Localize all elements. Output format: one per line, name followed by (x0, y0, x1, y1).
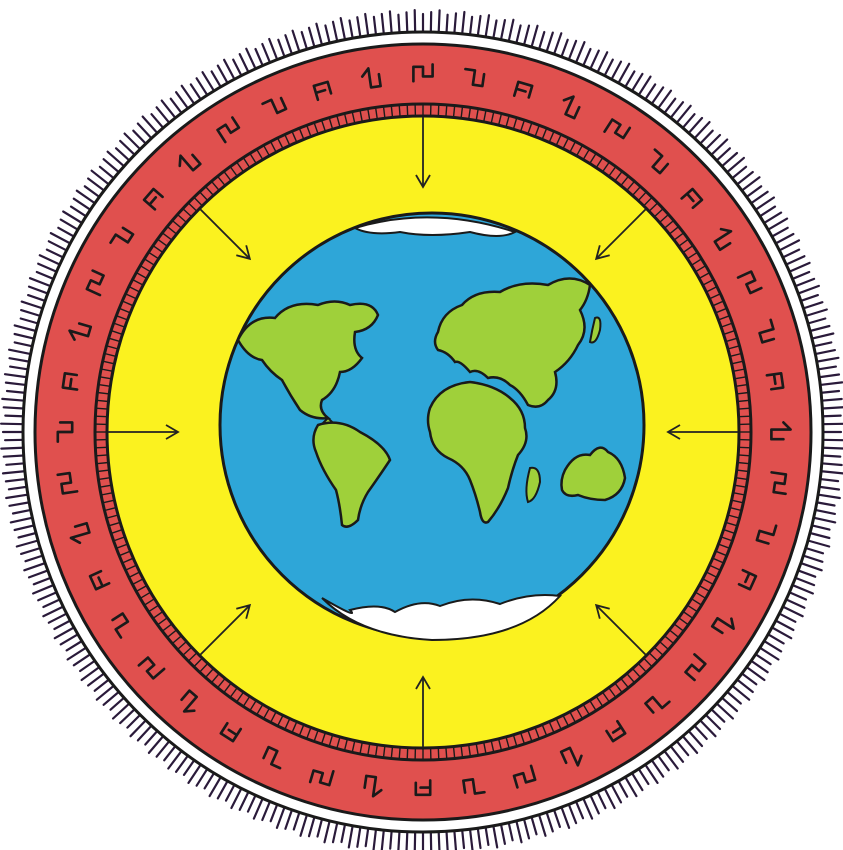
fringe-stroke (791, 584, 813, 593)
fringe-stroke (301, 813, 308, 836)
fringe-stroke (1, 424, 25, 425)
fringe-stroke (43, 606, 65, 617)
fringe-stroke (816, 494, 840, 498)
boundary-tick (738, 408, 750, 409)
fringe-stroke (597, 52, 608, 74)
fringe-stroke (485, 15, 489, 39)
fringe-stroke (341, 18, 346, 41)
fringe-stroke (5, 374, 29, 377)
fringe-stroke (11, 517, 34, 522)
fringe-stroke (810, 334, 833, 340)
boundary-tick (399, 747, 400, 759)
fringe-stroke (15, 325, 38, 331)
fringe-stroke (812, 517, 835, 522)
fringe-stroke (293, 31, 300, 54)
fringe-stroke (6, 494, 30, 498)
boundary-tick (399, 105, 400, 117)
fringe-stroke (277, 805, 285, 828)
fringe-stroke (9, 350, 32, 355)
fringe-stroke (17, 540, 40, 547)
fringe-stroke (561, 805, 569, 828)
fringe-stroke (516, 819, 522, 842)
boundary-tick (95, 416, 107, 417)
fringe-stroke (583, 797, 593, 819)
fringe-stroke (815, 358, 839, 362)
boundary-tick (739, 447, 751, 448)
boundary-tick (438, 748, 439, 760)
fringe-stroke (508, 20, 513, 43)
fringe-stroke (804, 310, 827, 317)
fringe-stroke (3, 471, 27, 473)
fringe-stroke (22, 302, 45, 309)
fringe-stroke (2, 399, 26, 401)
boundary-tick (407, 104, 408, 116)
fringe-stroke (30, 278, 52, 287)
fringe-stroke (390, 11, 392, 35)
fringe-stroke (246, 49, 256, 71)
boundary-tick (446, 747, 447, 759)
boundary-tick (739, 416, 751, 417)
boundary-tick (96, 408, 108, 409)
fringe-stroke (269, 39, 278, 61)
boundary-tick (407, 748, 408, 760)
boundary-tick (438, 104, 439, 116)
fringe-stroke (806, 540, 829, 547)
boundary-tick (738, 455, 750, 456)
fringe-stroke (819, 471, 843, 473)
boundary-tick (446, 105, 447, 117)
fringe-stroke (40, 255, 62, 265)
boundary-tick (95, 447, 107, 448)
fringe-stroke (493, 824, 497, 848)
fringe-stroke (539, 813, 546, 836)
globe-icon (220, 213, 644, 640)
fringe-stroke (24, 562, 47, 570)
fringe-stroke (1, 448, 25, 449)
fringe-stroke (788, 263, 810, 273)
fringe-stroke (818, 382, 842, 385)
fringe-stroke (439, 10, 440, 34)
fringe-stroke (415, 10, 416, 34)
fringe-stroke (325, 819, 331, 842)
fringe-stroke (778, 240, 799, 251)
fringe-stroke (316, 24, 322, 47)
fringe-stroke (796, 286, 819, 294)
fringe-stroke (231, 787, 242, 808)
fringe-stroke (462, 12, 464, 36)
fringe-stroke (254, 797, 264, 819)
fringe-stroke (553, 33, 561, 56)
fringe-stroke (781, 606, 803, 617)
fringe-stroke (575, 42, 584, 64)
fringe-stroke (349, 824, 353, 848)
fringe-stroke (799, 562, 822, 570)
fringe-stroke (365, 14, 368, 38)
fringe-stroke (33, 584, 55, 593)
boundary-tick (96, 455, 108, 456)
fringe-stroke (531, 26, 538, 49)
fringe-stroke (604, 787, 615, 808)
